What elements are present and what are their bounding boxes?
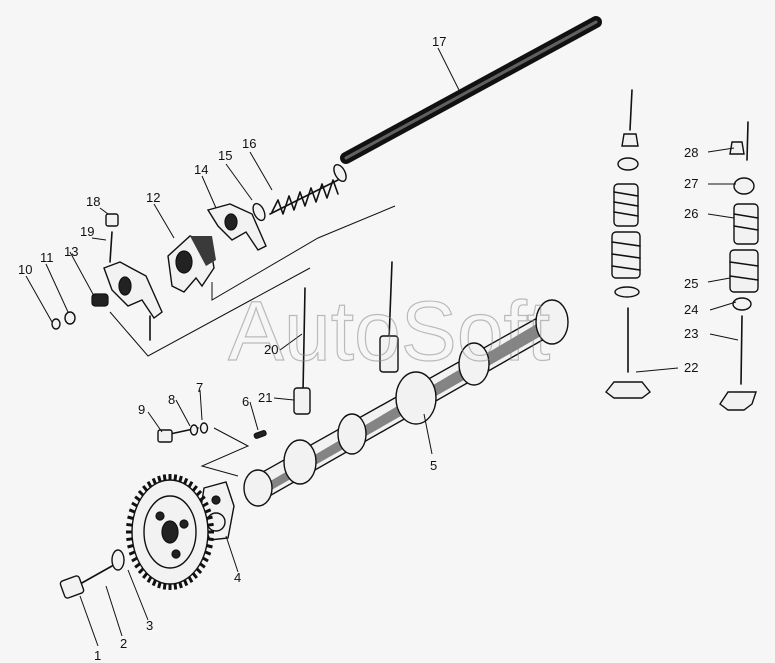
callout-19: 19 [80,224,94,239]
gear-tooth [178,475,183,483]
gear-tooth [173,474,178,481]
assembly-lines [109,205,396,477]
gear-tooth [204,550,212,556]
gear-tooth [157,581,162,589]
callout-9: 9 [138,402,145,417]
rocker-arm [206,203,267,251]
gear-tooth [137,567,145,575]
gear-tooth [146,576,153,583]
callout-22: 22 [684,360,698,375]
gear-tooth [151,579,157,587]
push-rod [340,16,602,164]
callout-7: 7 [196,380,203,395]
callout-11: 11 [40,250,54,265]
gear-tooth [127,544,134,549]
gear-tooth [183,579,189,587]
gear-tooth [187,576,194,583]
callout-14: 14 [194,162,208,177]
gear-tooth [134,495,141,502]
callout-24: 24 [684,302,698,317]
leader-lines [25,47,739,647]
push-rod-short [379,261,399,373]
callout-12: 12 [146,190,160,205]
gear-tooth [142,485,149,492]
gear-tooth [126,522,133,527]
gear-tooth [157,475,162,483]
callout-21: 21 [258,390,272,405]
rocker-spring [269,164,347,215]
gear-tooth [187,481,194,488]
gear-tooth [137,489,145,497]
callout-27: 27 [684,176,698,191]
callout-5: 5 [430,458,437,473]
gear-tooth [199,495,206,502]
gear-tooth [202,501,209,508]
gear-tooth [204,508,212,514]
gear-tooth [162,474,167,481]
callout-23: 23 [684,326,698,341]
gear-washer [111,549,125,571]
gear-tooth [162,583,167,590]
gear-tooth [191,572,198,579]
callout-26: 26 [684,206,698,221]
camshaft [243,299,569,507]
callout-17: 17 [432,34,446,49]
rocker-arm-left [103,261,163,341]
gear-tooth [195,567,203,575]
rocker-nut [51,318,61,330]
gear-tooth [134,562,141,569]
gear-tooth [199,562,206,569]
callout-25: 25 [684,276,698,291]
gear-tooth [206,515,213,520]
callout-3: 3 [146,618,153,633]
callout-16: 16 [242,136,256,151]
callout-13: 13 [64,244,78,259]
adjusting-screw [105,213,119,263]
spring-washer [64,311,76,325]
callout-28: 28 [684,145,698,160]
gear-tooth [127,515,134,520]
gear-tooth [191,485,198,492]
gear-tooth [207,537,214,542]
gear-tooth [131,501,138,508]
callout-6: 6 [242,394,249,409]
gear-tooth [128,508,136,514]
flat-washer [199,422,209,434]
gear-tooth [151,477,157,485]
gear-tooth [146,481,153,488]
callout-18: 18 [86,194,100,209]
callout-20: 20 [264,342,278,357]
woodruff-key [253,430,267,439]
gear-tooth [142,572,149,579]
gear-bolt [59,565,113,599]
callout-1: 1 [94,648,101,663]
gear-tooth [183,477,189,485]
lock-washer [189,424,199,436]
rocker-bush [91,293,109,307]
camshaft-gear [126,474,214,590]
callout-15: 15 [218,148,232,163]
gear-tooth [207,522,214,527]
gear-tooth [126,537,133,542]
rocker-bracket [167,235,216,293]
valve-assembly-right [719,121,759,411]
callout-4: 4 [234,570,241,585]
gear-tooth [202,556,209,563]
gear-tooth [131,556,138,563]
callout-8: 8 [168,392,175,407]
gear-tooth [173,583,178,590]
gear-tooth [206,544,213,549]
valve-assembly-left [605,89,651,399]
callout-labels: 17 16 15 14 12 18 19 13 11 10 20 21 9 8 … [18,34,698,663]
gear-tooth [178,581,183,589]
washer [252,202,266,222]
gear-tooth [195,489,203,497]
callout-2: 2 [120,636,127,651]
push-rod-short [293,287,311,415]
gear-tooth [128,550,136,556]
callout-10: 10 [18,262,32,277]
watermark: AutoSoft [228,284,550,378]
